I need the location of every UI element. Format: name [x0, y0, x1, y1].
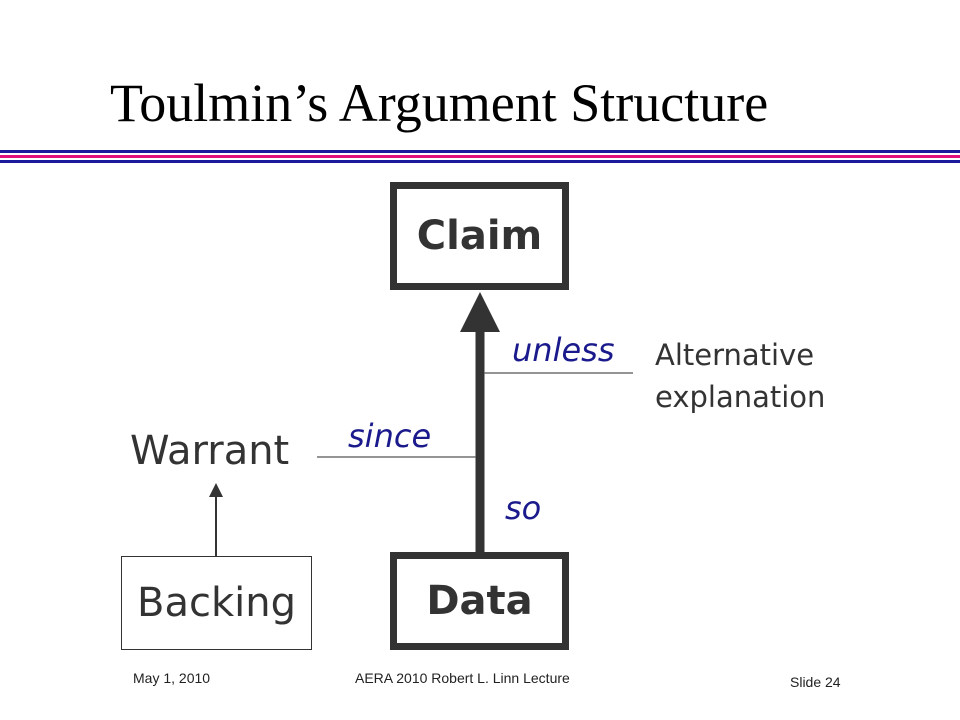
so-label: so	[505, 489, 542, 527]
footer-slide-number: Slide 24	[790, 674, 841, 690]
warrant-label: Warrant	[130, 428, 290, 474]
unless-label: unless	[512, 331, 615, 369]
data-label: Data	[426, 578, 533, 624]
divider-line-blue-bottom	[0, 160, 960, 163]
footer-lecture: AERA 2010 Robert L. Linn Lecture	[355, 670, 570, 686]
backing-label: Backing	[137, 580, 296, 626]
warrant-arrowhead	[209, 483, 223, 497]
claim-box: Claim	[390, 182, 569, 290]
data-box: Data	[390, 552, 569, 650]
since-label: since	[348, 417, 432, 455]
footer-date: May 1, 2010	[133, 670, 211, 686]
rebuttal-line-2: explanation	[655, 380, 826, 414]
rebuttal-line-1: Alternative	[655, 338, 815, 372]
divider-line-magenta	[0, 155, 960, 158]
claim-arrowhead	[460, 292, 500, 332]
claim-label: Claim	[416, 213, 543, 259]
divider-line-blue-top	[0, 150, 960, 153]
slide-title: Toulmin’s Argument Structure	[110, 73, 769, 133]
backing-box: Backing	[121, 556, 312, 650]
rebuttal-label: Alternative explanation	[655, 334, 825, 418]
